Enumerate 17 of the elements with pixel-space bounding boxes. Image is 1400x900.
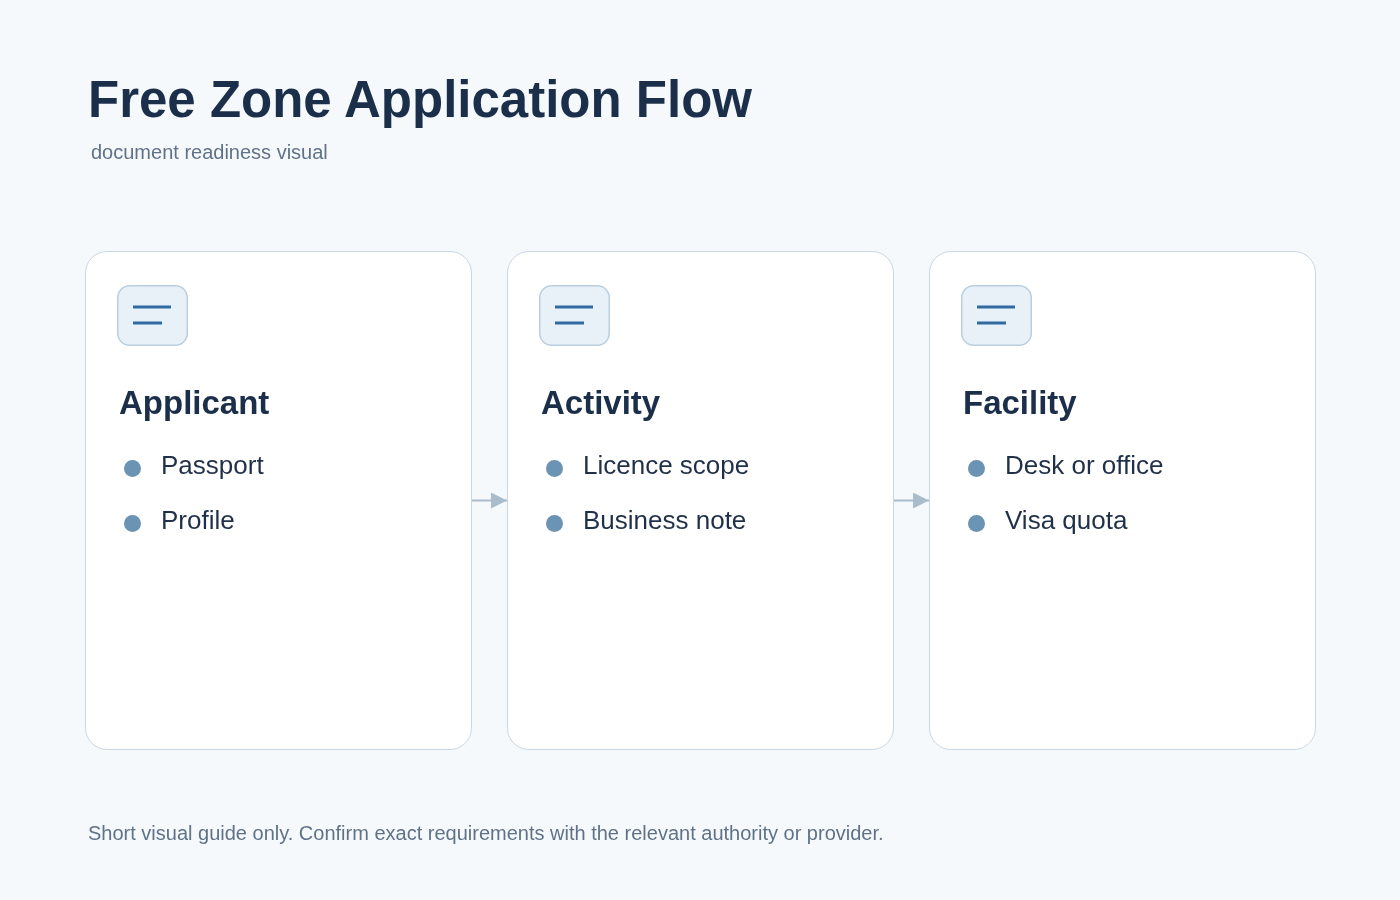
list-item: Business note bbox=[583, 505, 747, 537]
arrow bbox=[893, 492, 930, 509]
list-item: Passport bbox=[161, 450, 264, 482]
footnote: Short visual guide only. Confirm exact requirements with the relevant authority or provider. bbox=[88, 821, 884, 845]
step-card bbox=[85, 251, 472, 750]
list-item: Profile bbox=[161, 505, 235, 537]
step-card bbox=[929, 251, 1316, 750]
card-heading: Activity bbox=[541, 383, 661, 423]
arrow bbox=[471, 492, 508, 509]
diagram-title: Free Zone Application Flow bbox=[88, 71, 752, 130]
subtitle: document readiness visual bbox=[91, 140, 328, 164]
step-card bbox=[507, 251, 894, 750]
list-item: Licence scope bbox=[583, 450, 750, 482]
list-item: Visa quota bbox=[1005, 505, 1128, 537]
card-heading: Facility bbox=[963, 383, 1077, 423]
card-heading: Applicant bbox=[119, 383, 270, 423]
list-item: Desk or office bbox=[1005, 450, 1164, 482]
